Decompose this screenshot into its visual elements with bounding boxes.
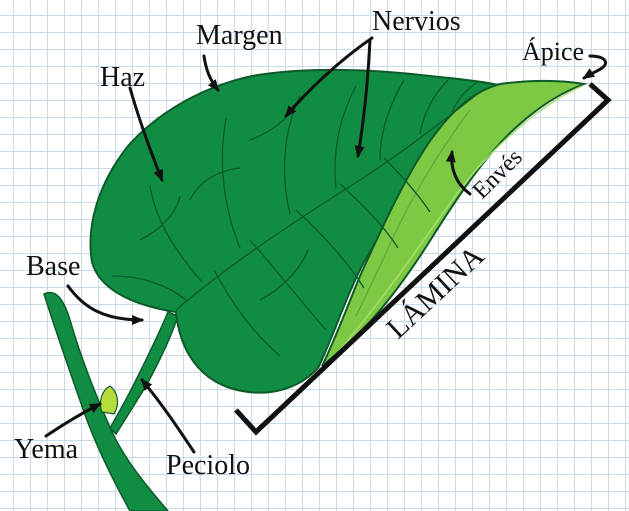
underside-highlight [355,109,471,317]
vein-2 [149,185,203,283]
vein-4 [221,117,241,249]
stem [43,291,169,511]
label-yema: Yema [14,434,79,465]
arrow-nervios-2 [354,38,372,158]
arrow-base [66,284,144,325]
arrow-margen [202,54,220,92]
vein-10 [379,79,405,161]
vein-net-3 [259,249,309,301]
lamina-bracket [234,82,612,436]
midrib [175,91,481,311]
vein-8 [334,85,357,189]
leaf-blade [89,68,502,394]
underside-midrib [339,85,583,351]
leaf-underside [321,80,588,367]
vein-3 [213,269,281,357]
label-peciolo: Peciolo [166,450,250,481]
arrow-enves [445,150,472,196]
vein-1 [111,275,187,301]
vein-net-1 [139,195,181,241]
arrow-nervios-1 [284,36,374,118]
label-margen: Margen [196,20,283,51]
vein-net-2 [189,167,241,201]
vein-11 [383,157,431,213]
label-apice: Ápice [522,37,584,66]
vein-9 [339,183,399,249]
vein-12 [419,79,449,135]
label-haz: Haz [100,62,145,93]
vein-7 [295,209,365,289]
arrow-haz [128,86,164,182]
veins [111,79,481,357]
label-nervios: Nervios [372,6,461,37]
arrow-peciolo [140,378,196,454]
arrows [44,36,607,454]
bud [99,385,119,415]
vein-13 [451,81,479,113]
arrow-yema [44,402,102,438]
vein-5 [249,239,327,331]
label-base: Base [26,251,80,282]
arrow-apice [582,54,607,80]
petiole [109,311,179,436]
